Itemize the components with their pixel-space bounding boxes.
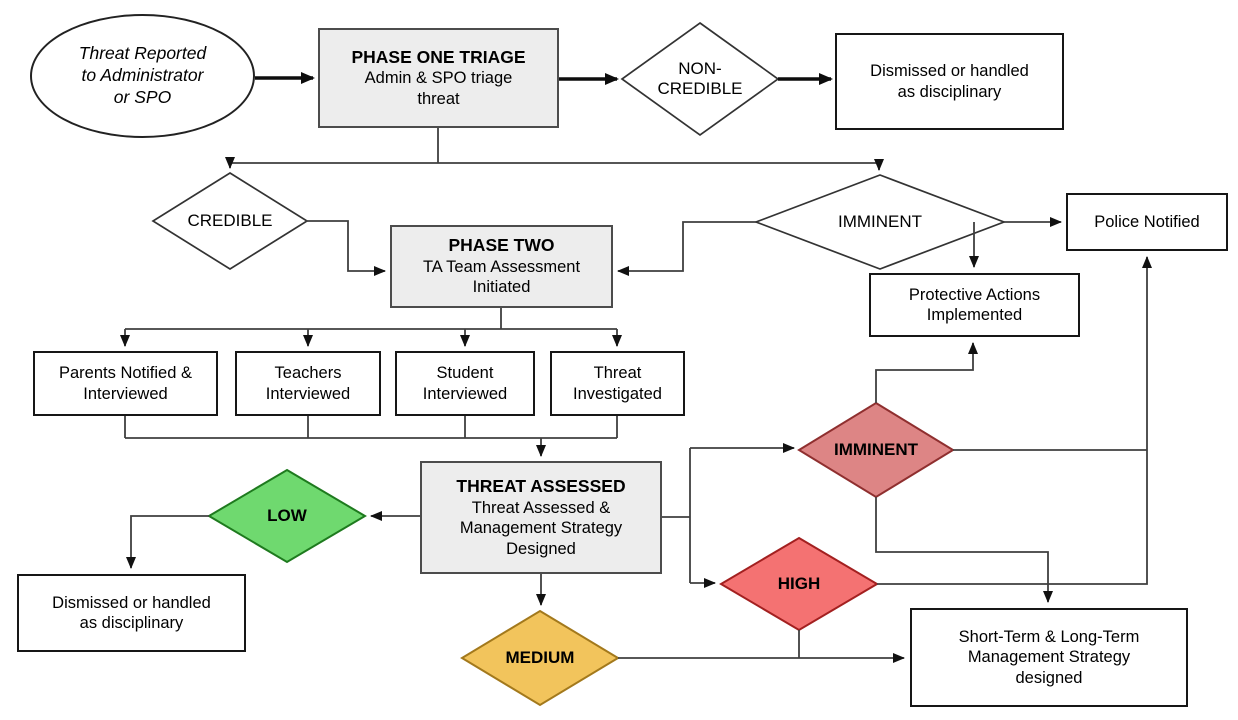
flow-connector <box>438 159 884 171</box>
flow-connector <box>617 221 756 276</box>
teachers-box: Teachers Interviewed <box>235 351 381 416</box>
flow-connector <box>225 157 438 169</box>
flow-connector <box>875 342 978 403</box>
threat-assessed-body: Threat Assessed & Management Strategy De… <box>459 498 623 558</box>
phase-one-body: Admin & SPO triage threat <box>364 69 513 108</box>
imminent-top-diamond-label: IMMINENT <box>837 211 923 231</box>
high-diamond-label: HIGH <box>777 573 821 593</box>
non-credible-diamond-shape <box>620 21 780 137</box>
short-term-strategy-box: Short-Term & Long-Term Management Strate… <box>910 608 1188 707</box>
flow-connector <box>875 497 1053 603</box>
phase-one-title: PHASE ONE TRIAGE <box>351 46 526 67</box>
parents-box: Parents Notified & Interviewed <box>33 351 218 416</box>
phase-two-box: PHASE TWO TA Team Assessment Initiated <box>390 225 613 308</box>
threat-assessed-title: THREAT ASSESSED <box>456 475 626 496</box>
credible-diamond-shape <box>151 171 309 271</box>
flow-connector <box>126 515 209 569</box>
non-credible-diamond-label: NON- CREDIBLE <box>657 58 743 98</box>
low-diamond-shape <box>207 468 367 564</box>
threat-investigated-box: Threat Investigated <box>550 351 685 416</box>
phase-two-body: TA Team Assessment Initiated <box>422 257 581 297</box>
low-diamond-label: LOW <box>267 505 307 525</box>
flow-connector <box>306 220 386 276</box>
student-box: Student Interviewed <box>395 351 535 416</box>
flow-connector <box>877 256 1152 585</box>
police-notified-box: Police Notified <box>1066 193 1228 251</box>
credible-diamond-label: CREDIBLE <box>187 210 273 230</box>
imminent-top-diamond-shape <box>753 174 1007 270</box>
imminent-mid-diamond-label: IMMINENT <box>833 439 919 459</box>
threat-assessed-box: THREAT ASSESSED Threat Assessed & Manage… <box>420 461 662 574</box>
dismissed-top-box: Dismissed or handled as disciplinary <box>835 33 1064 130</box>
dismissed-bottom-box: Dismissed or handled as disciplinary <box>17 574 246 652</box>
phase-one-box: PHASE ONE TRIAGE Admin & SPO triage thre… <box>318 28 559 128</box>
phase-two-title: PHASE TWO <box>448 235 555 256</box>
medium-diamond-shape <box>460 609 620 707</box>
start-ellipse: Threat Reported to Administrator or SPO <box>30 14 255 138</box>
protective-actions-box: Protective Actions Implemented <box>869 273 1080 337</box>
medium-diamond-label: MEDIUM <box>505 647 575 667</box>
